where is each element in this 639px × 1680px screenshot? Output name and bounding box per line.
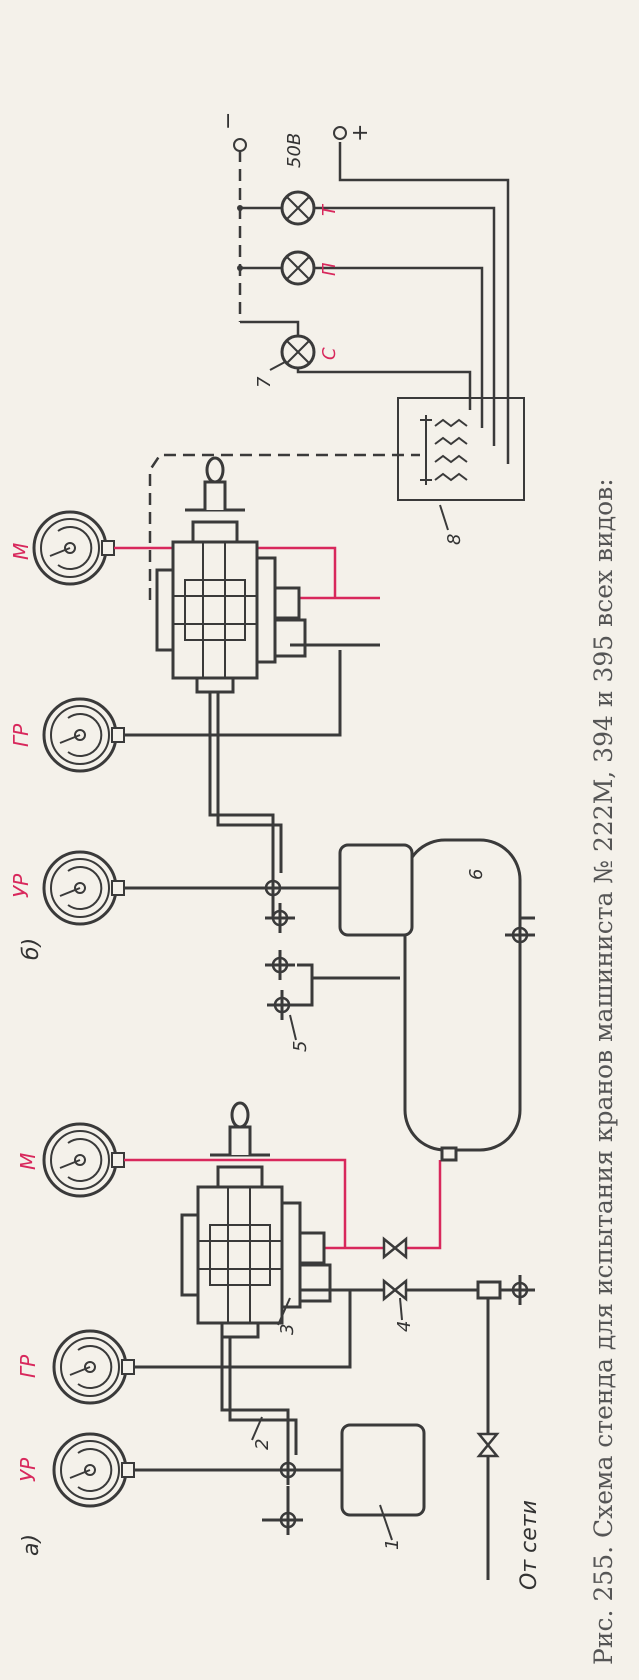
scheme-b [32, 126, 525, 1041]
gauge-gr-a [52, 1329, 136, 1405]
label-lamp-s: С [319, 347, 340, 360]
label-lamp-p: П [319, 262, 340, 276]
lamp-t [280, 190, 316, 226]
gauge-ur-b [42, 850, 126, 926]
label-gauge-gr-b: ГР [9, 723, 33, 747]
gauge-gr-b [42, 697, 126, 773]
figure-caption: Рис. 255. Схема стенда для испытания кра… [589, 478, 618, 1665]
label-part-a: а) [19, 1534, 44, 1556]
gauge-m-a [42, 1122, 126, 1198]
callout-8: 8 [444, 534, 465, 545]
label-gauge-m-a: М [16, 1153, 40, 1170]
label-gauge-ur-b: УР [9, 873, 33, 898]
driver-crane-b [155, 456, 307, 694]
label-gauge-gr-a: ГР [16, 1354, 40, 1378]
label-voltage: 50В [284, 133, 305, 168]
label-plus: + [348, 124, 373, 142]
gauge-ur-a [52, 1432, 136, 1508]
scheme-a [42, 838, 537, 1580]
driver-crane-a [180, 1101, 332, 1339]
reservoir-b [338, 843, 414, 937]
callout-2: 2 [252, 1439, 273, 1450]
callout-5: 5 [290, 1041, 311, 1052]
label-supply: От сети [517, 1500, 542, 1590]
lamp-s [280, 334, 316, 370]
callout-4: 4 [394, 1321, 415, 1332]
callout-3: 3 [277, 1324, 298, 1335]
label-gauge-ur-a: УР [16, 1457, 40, 1482]
label-minus: − [216, 112, 241, 130]
gauge-m-b [32, 510, 116, 586]
label-gauge-m-b: М [9, 543, 33, 560]
lamp-p [280, 250, 316, 286]
callout-1: 1 [382, 1539, 403, 1550]
switch-block-8 [397, 397, 525, 501]
reservoir-6 [403, 838, 522, 1152]
callout-7: 7 [254, 376, 275, 388]
labels: а) б) УР ГР М УР ГР М От сети 50В − + С … [9, 112, 618, 1665]
reservoir-1 [340, 1423, 426, 1517]
valve-4 [382, 1279, 408, 1301]
supply-valve [477, 1432, 499, 1458]
label-lamp-t: Т [319, 203, 340, 216]
label-part-b: б) [19, 938, 44, 960]
callout-6: 6 [466, 869, 487, 880]
